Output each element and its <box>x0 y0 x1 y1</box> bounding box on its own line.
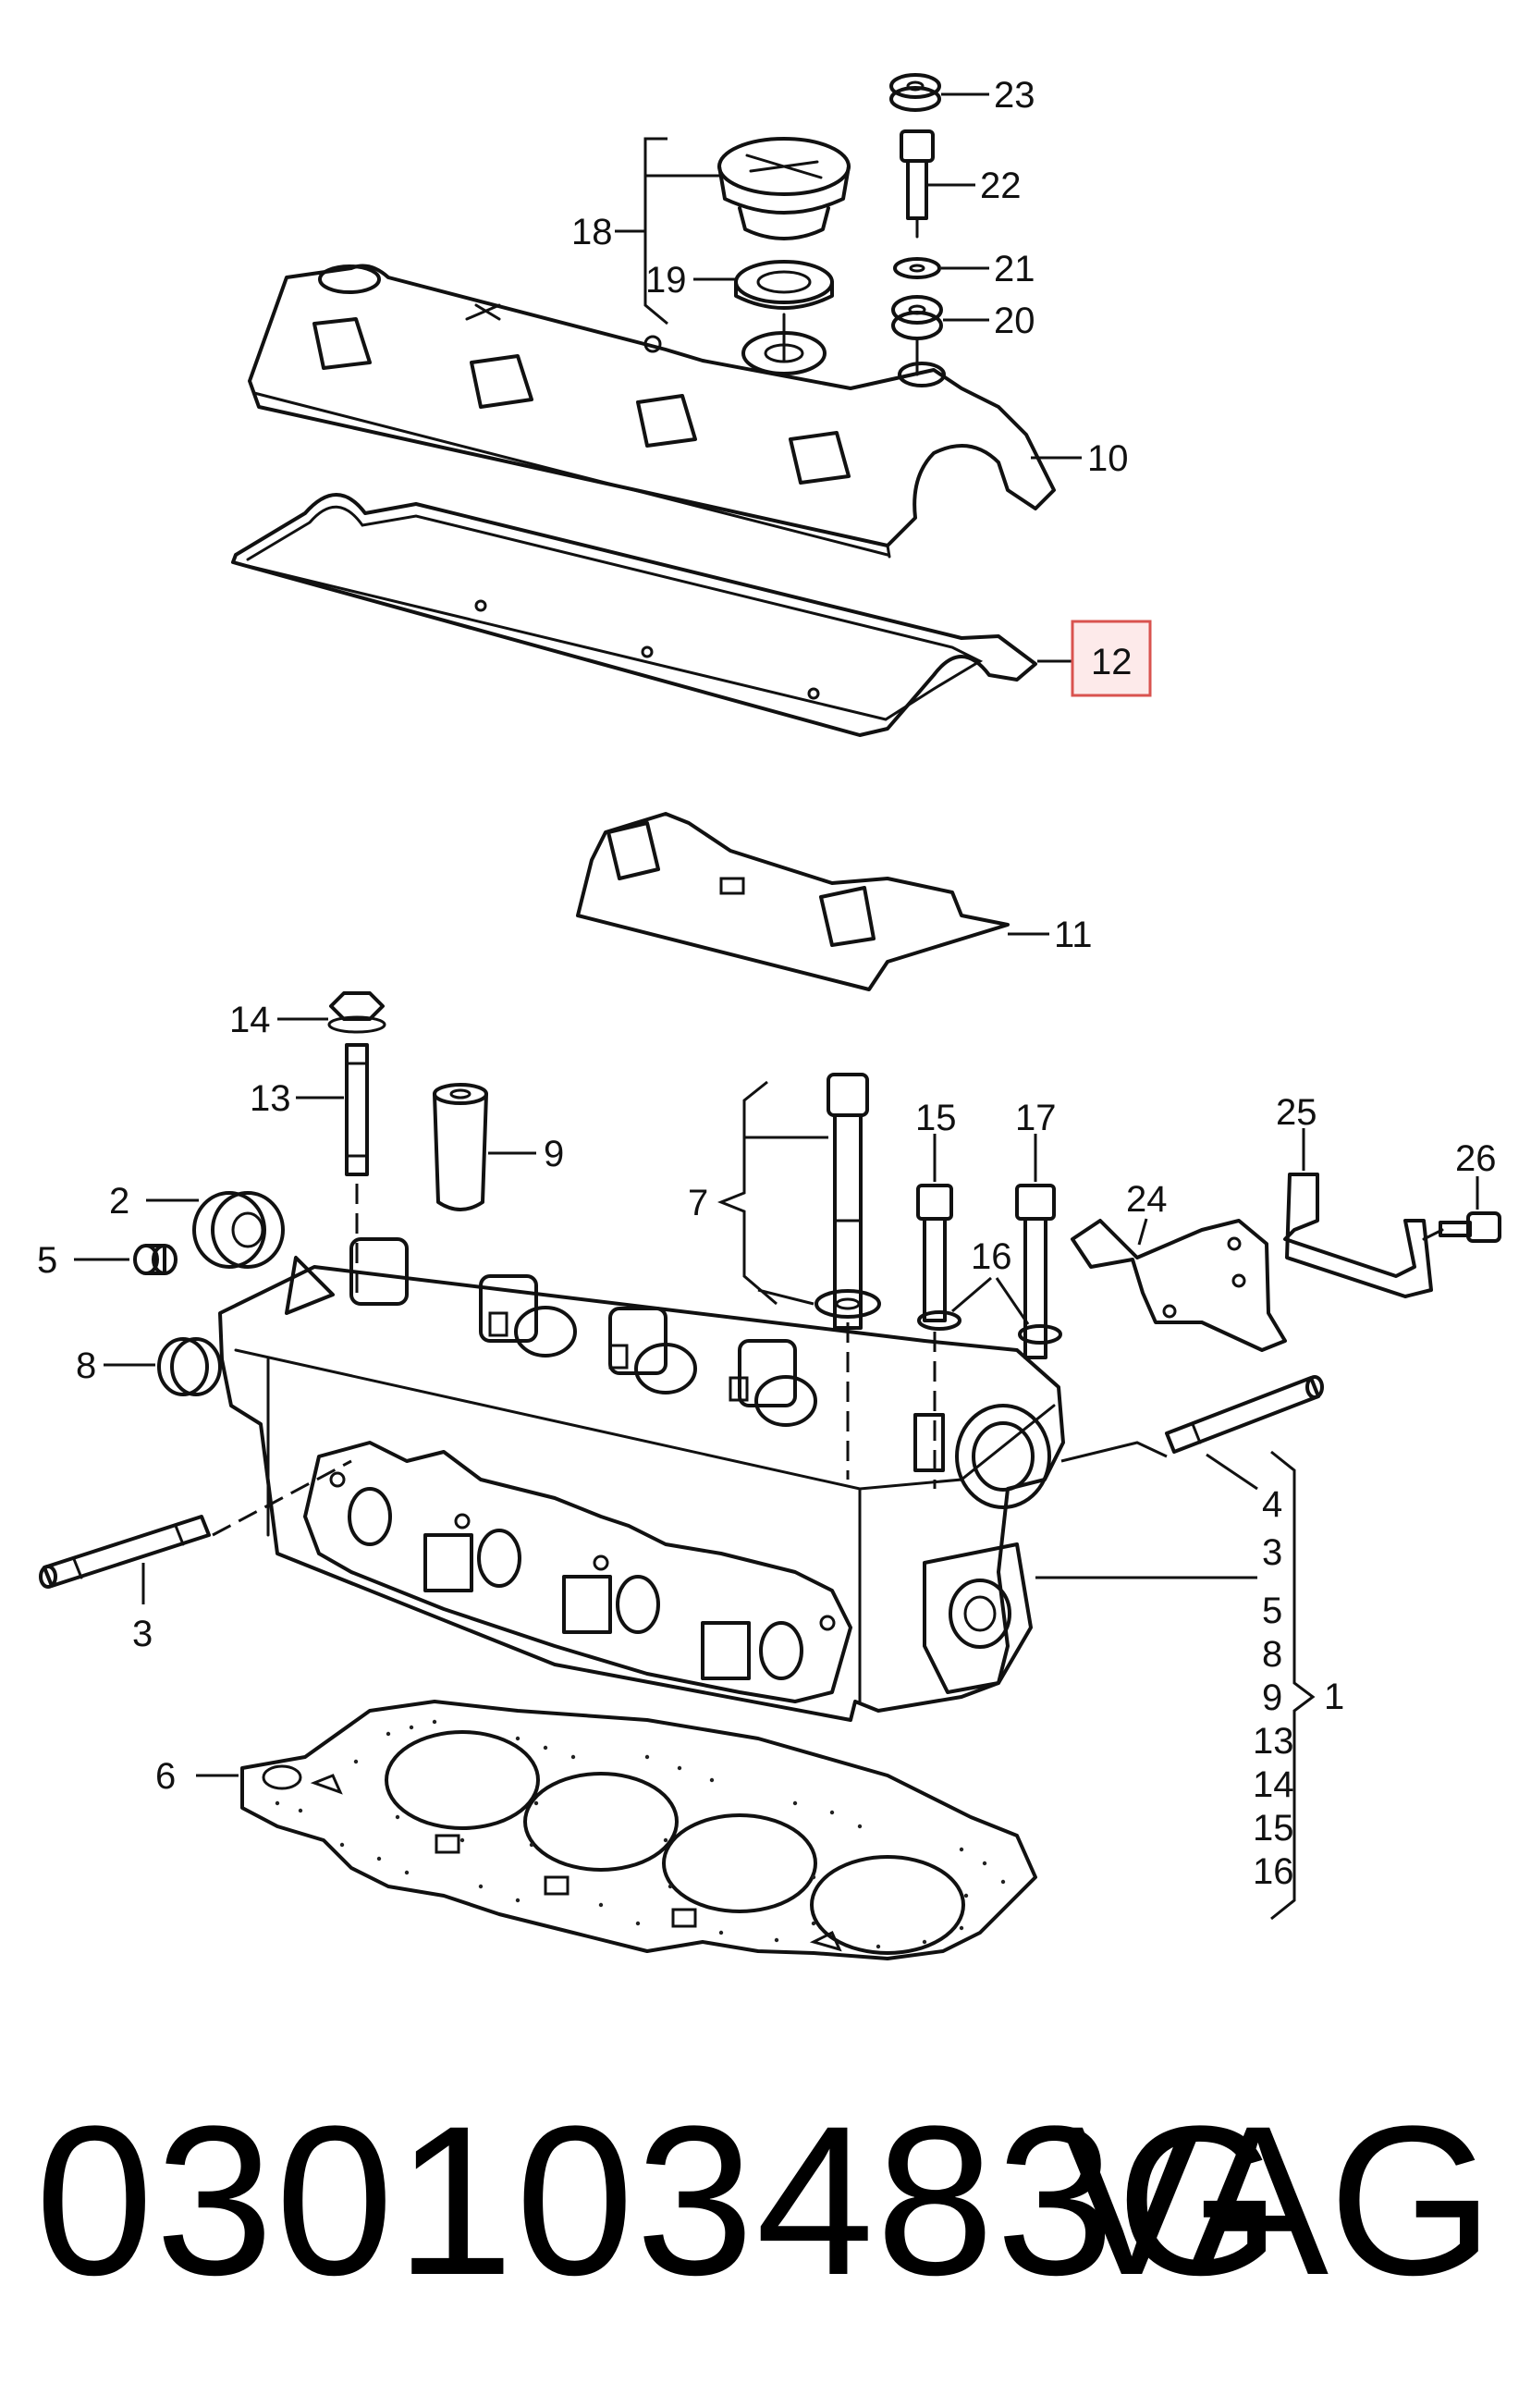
callout-4: 4 <box>1262 1484 1282 1525</box>
callout-20: 20 <box>994 301 1035 341</box>
part-13-stud <box>345 1043 369 1176</box>
callout-18: 18 <box>571 212 613 252</box>
group-1-item: 5 <box>1262 1591 1282 1631</box>
callout-16: 16 <box>971 1236 1012 1277</box>
callout-11: 11 <box>1054 915 1093 955</box>
callout-25: 25 <box>1276 1092 1317 1133</box>
callout-6: 6 <box>155 1756 176 1797</box>
callout-7: 7 <box>688 1183 708 1223</box>
cylinder-head <box>218 1237 1065 1722</box>
part-23-grommet <box>889 73 941 112</box>
callout-9: 9 <box>544 1134 564 1174</box>
callout-14: 14 <box>229 1000 271 1040</box>
part-26-bolt <box>1422 1211 1501 1243</box>
callout-3-right: 3 <box>1262 1532 1282 1573</box>
part-8-plug <box>157 1337 222 1396</box>
callout-12: 12 <box>1091 642 1133 682</box>
group-1-item: 16 <box>1253 1851 1294 1892</box>
callout-26: 26 <box>1455 1138 1497 1179</box>
end-flange <box>923 1542 1033 1694</box>
part-12-gasket <box>231 493 1037 737</box>
callout-5: 5 <box>37 1240 57 1281</box>
callout-12-highlight <box>1071 620 1152 697</box>
part-17-bolt <box>1015 1184 1056 1359</box>
part-9-tappet <box>433 1083 488 1211</box>
callout-24: 24 <box>1126 1179 1168 1220</box>
part-10-valve-cover <box>248 264 1056 559</box>
footer: 030103483G VAG <box>0 2081 1531 2321</box>
group-1-item: 9 <box>1262 1677 1282 1718</box>
part-7-head-bolt <box>814 1073 881 1330</box>
callout-19: 19 <box>645 260 687 301</box>
part-20-grommet <box>891 295 943 340</box>
callout-13: 13 <box>250 1078 291 1119</box>
part-6-head-gasket <box>240 1700 1037 1960</box>
callout-2: 2 <box>109 1181 129 1222</box>
part-2-seal <box>192 1191 285 1269</box>
part-number: 030103483G <box>35 2082 1284 2319</box>
part-21-washer <box>893 257 941 279</box>
part-5-dowel <box>133 1244 178 1275</box>
part-16-washers <box>917 1310 1062 1345</box>
gasket-dot-texture <box>275 1719 1006 1949</box>
callout-15: 15 <box>915 1098 957 1138</box>
part-25-clip <box>1283 1173 1433 1298</box>
group-1-item: 13 <box>1253 1721 1294 1762</box>
group-1-item: 14 <box>1253 1764 1294 1805</box>
group-1-item: 8 <box>1262 1634 1282 1675</box>
callout-23: 23 <box>994 75 1035 116</box>
callout-1: 1 <box>1324 1677 1344 1717</box>
callout-21: 21 <box>994 249 1035 289</box>
part-11-baffle <box>576 812 1010 991</box>
callout-10: 10 <box>1087 438 1129 479</box>
callout-3-left: 3 <box>132 1614 153 1654</box>
callout-22: 22 <box>980 166 1022 206</box>
group-1-item: 15 <box>1253 1808 1294 1849</box>
manifold-flange <box>303 1441 852 1703</box>
part-24-bracket <box>1071 1219 1287 1352</box>
callout-17: 17 <box>1015 1098 1057 1138</box>
group-1-list: 5 8 9 13 14 15 16 <box>1253 1591 1294 1892</box>
part-19-seal <box>734 260 834 310</box>
rocker-arms <box>349 1237 817 1427</box>
part-18-oil-cap <box>717 137 851 240</box>
callout-8: 8 <box>76 1345 96 1386</box>
part-15-bolt <box>916 1184 953 1322</box>
brand-name: VAG <box>1060 2082 1494 2319</box>
part-4-stud-right <box>1165 1375 1324 1454</box>
part-14-nut <box>327 991 386 1034</box>
part-22-bolt <box>900 129 935 239</box>
thermostat-housing <box>913 1404 1051 1509</box>
part-3-stud-left <box>39 1515 211 1589</box>
